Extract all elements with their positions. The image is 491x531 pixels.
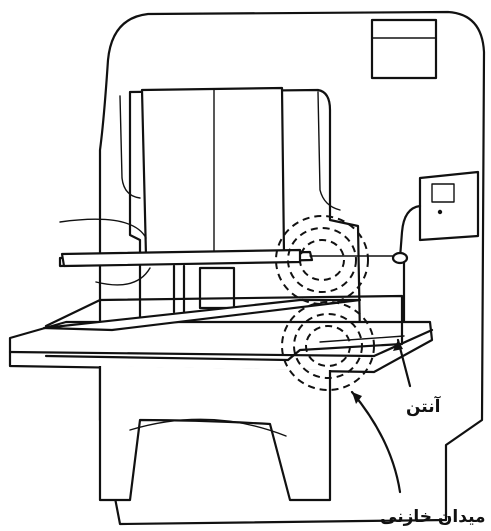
upper-die-plate bbox=[62, 250, 300, 266]
control-box bbox=[420, 172, 478, 240]
control-box-indicator bbox=[438, 210, 442, 214]
antenna-label: آنتن bbox=[406, 395, 442, 417]
upper-ram bbox=[142, 88, 284, 256]
die-post bbox=[200, 268, 234, 308]
upper-antenna-connector bbox=[393, 253, 407, 263]
frame-cover-plate bbox=[372, 20, 436, 78]
capacitive-field-label: میدان خازنی bbox=[380, 507, 486, 527]
